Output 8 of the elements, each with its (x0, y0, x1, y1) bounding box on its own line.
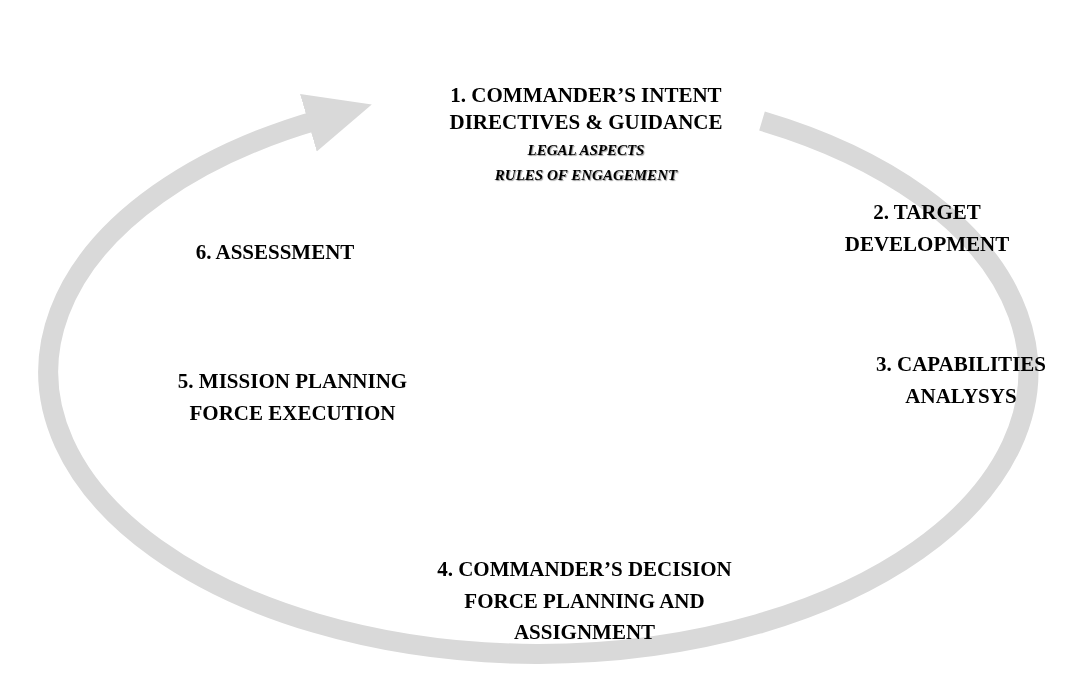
step-label: 5. MISSION PLANNING FORCE EXECUTION (176, 368, 409, 427)
note-text: RULES OF ENGAGEMENT (493, 166, 679, 185)
step-label: 2. TARGET DEVELOPMENT (843, 199, 1011, 258)
step-label: 1. COMMANDER’S INTENT DIRECTIVES & GUIDANCE (448, 82, 724, 137)
step-label: 6. ASSESSMENT (194, 239, 356, 266)
step-label: 4. COMMANDER’S DECISION FORCE PLANNING AND ASSIGNMENT (436, 556, 733, 646)
step-label: 3. CAPABILITIES ANALYSYS (875, 351, 1047, 410)
note-text: LEGAL ASPECTS (526, 141, 646, 160)
